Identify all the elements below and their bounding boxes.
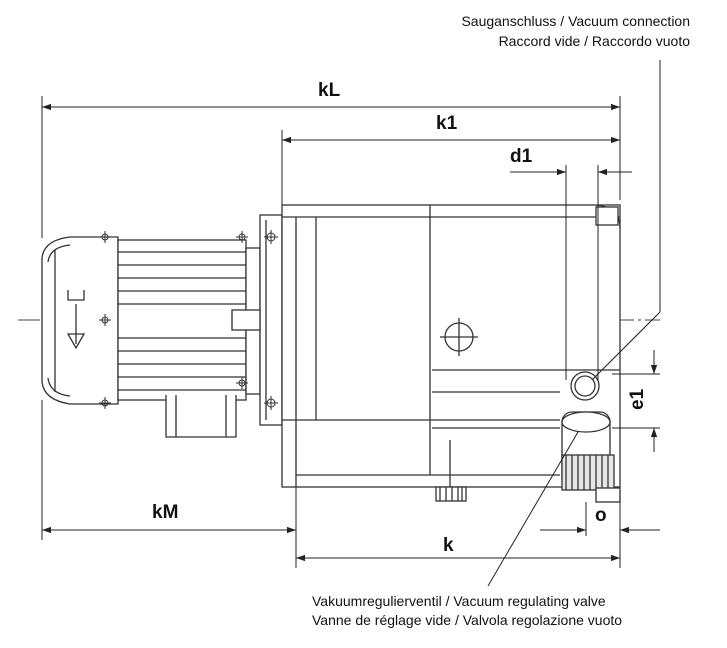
leader-lines (487, 60, 661, 587)
motor (41, 214, 283, 438)
flow-arrow-icon (66, 290, 86, 350)
dimension-label-k: k (443, 535, 454, 556)
suction-callout-line1: Sauganschluss / Vacuum connection (461, 13, 690, 29)
dimension-label-d1: d1 (510, 146, 533, 167)
dimension-lines (41, 96, 660, 568)
dimension-label-e1: e1 (627, 388, 648, 410)
valve-callout-line1: Vakuumregulierventil / Vacuum regulating… (312, 593, 606, 609)
dimension-label-o: o (595, 505, 607, 526)
suction-callout-line2: Raccord vide / Raccordo vuoto (498, 33, 690, 49)
vacuum-regulating-valve (561, 411, 621, 503)
dimension-label-kL: kL (318, 80, 341, 101)
dimension-label-kM: kM (152, 502, 179, 523)
valve-callout-line2: Vanne de réglage vide / Valvola regolazi… (312, 612, 623, 628)
dimension-label-k1: k1 (436, 113, 458, 134)
vacuum-connection-port (570, 371, 600, 401)
